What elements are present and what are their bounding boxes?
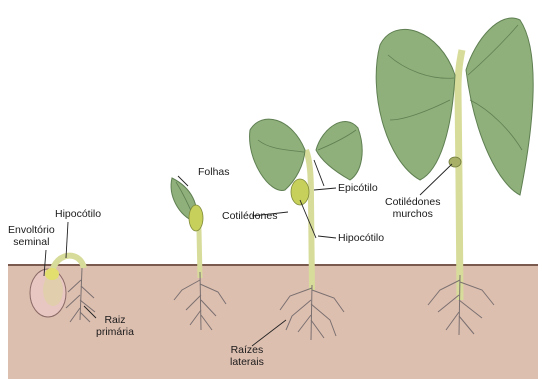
label-cotiledones: Cotilédones (222, 210, 277, 222)
label-murchos-line-1: Cotilédones (385, 196, 440, 208)
label-folhas: Folhas (198, 166, 230, 178)
label-raiz-line-2: primária (96, 326, 134, 338)
cotyledon-bud (45, 268, 59, 280)
label-raizes-line-1: Raízes (230, 344, 264, 356)
label-epicotilo: Epicótilo (338, 182, 378, 194)
label-raiz-line-1: Raiz (96, 314, 134, 326)
label-hipocotilo-stage-1: Hipocótilo (55, 208, 101, 220)
stem (458, 50, 462, 300)
left-large-leaf (376, 29, 455, 180)
label-raizes-laterais: Raízes laterais (230, 344, 264, 368)
label-raizes-line-2: laterais (230, 356, 264, 368)
label-hipocotilo-stage-3: Hipocótilo (338, 232, 384, 244)
label-envoltorio-line-2: seminal (8, 236, 55, 248)
label-raiz-primaria: Raiz primária (96, 314, 134, 338)
label-envoltorio-line-1: Envoltório (8, 224, 55, 236)
label-murchos-line-2: murchos (385, 208, 440, 220)
label-envoltorio-seminal: Envoltório seminal (8, 224, 55, 248)
cotyledon (189, 205, 203, 231)
label-cotiledones-murchos: Cotilédones murchos (385, 196, 440, 220)
